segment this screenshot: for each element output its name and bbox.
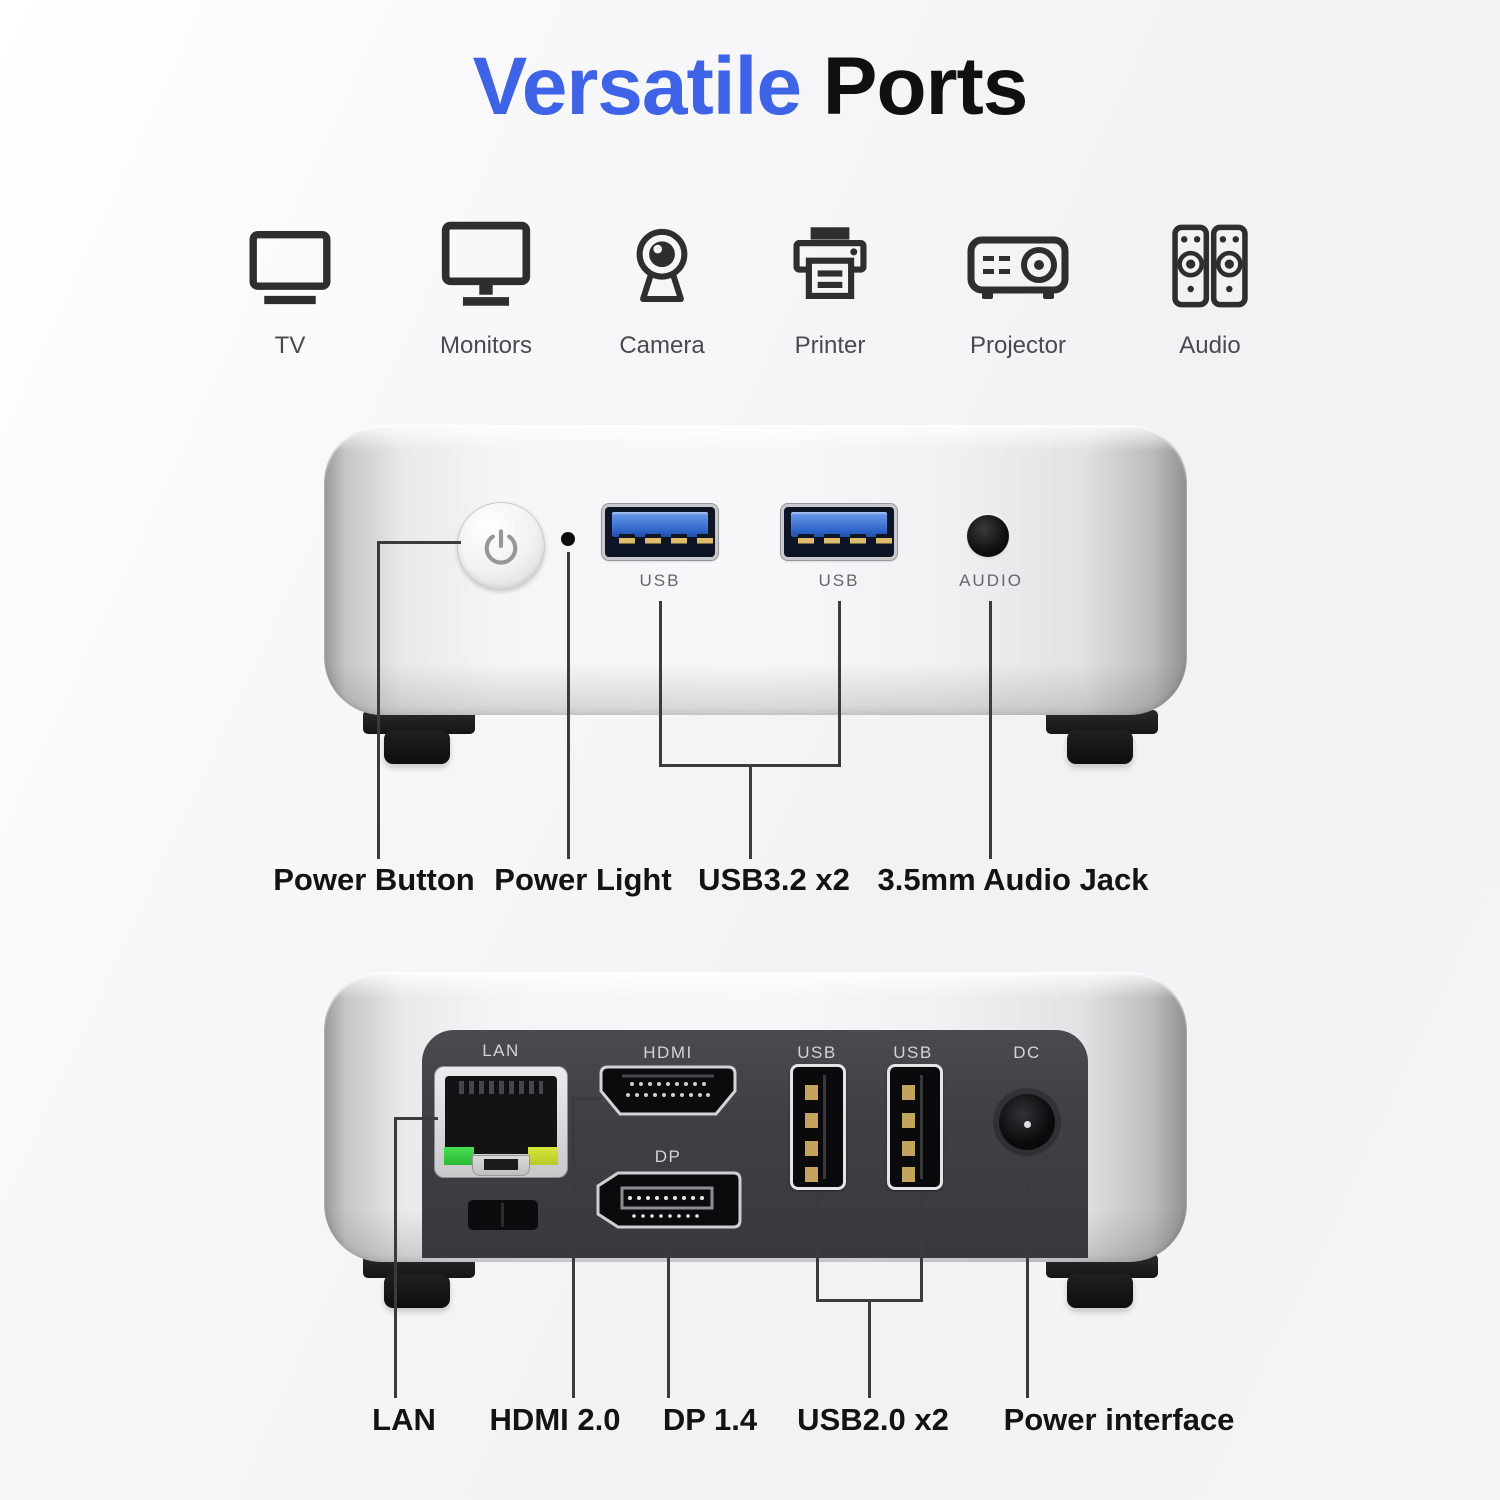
usb-tongue [612, 512, 708, 537]
displayport-port [596, 1171, 742, 1229]
peripheral-audio: Audio [1125, 210, 1295, 360]
leader-lan-v [394, 1117, 397, 1398]
back-foot-right-tip [1067, 1274, 1133, 1308]
usb-tongue [791, 512, 887, 537]
callout-usb2: USB2.0 x2 [797, 1402, 949, 1437]
leader-usb2-center [868, 1301, 871, 1398]
front-port-label-usb-left: USB [639, 571, 681, 590]
usb2-port-right [887, 1064, 943, 1190]
leader-usb-bracket [659, 764, 841, 767]
peripheral-monitors: Monitors [401, 210, 571, 360]
dc-power-port [999, 1094, 1055, 1150]
panel-label-usb-right: USB [893, 1043, 933, 1062]
leader-usb2-bracket [816, 1299, 923, 1302]
audio-icon [1164, 210, 1256, 312]
power-light [561, 532, 575, 546]
page-title: Versatile Ports [0, 40, 1500, 134]
callout-dp: DP 1.4 [662, 1402, 758, 1437]
usb2-port-left [790, 1064, 846, 1190]
camera-icon [619, 210, 705, 312]
leader-hdmi-h [572, 1097, 602, 1100]
panel-label-dp: DP [654, 1147, 682, 1166]
monitors-icon [435, 210, 537, 312]
leader-audio [989, 601, 992, 859]
hdmi-port [599, 1065, 737, 1116]
front-port-label-audio: AUDIO [959, 571, 1023, 590]
leader-lan-h [394, 1117, 438, 1120]
callout-power-button: Power Button [273, 862, 475, 897]
panel-label-hdmi: HDMI [643, 1043, 693, 1062]
security-switch [468, 1200, 538, 1230]
peripheral-label: Projector [969, 332, 1067, 359]
leader-usb2-left [816, 1194, 819, 1302]
leader-usb2-right [920, 1194, 923, 1302]
peripheral-projector: Projector [933, 210, 1103, 360]
peripheral-camera: Camera [577, 210, 747, 360]
panel-label-usb-left: USB [797, 1043, 837, 1062]
leader-usb-center [749, 766, 752, 859]
power-button [457, 502, 545, 590]
lan-clip-notch [472, 1155, 530, 1176]
leader-power-button-v [377, 541, 380, 859]
callout-hdmi: HDMI 2.0 [489, 1402, 621, 1437]
front-foot-left-tip [384, 730, 450, 764]
printer-icon [786, 210, 874, 312]
tv-icon [244, 210, 336, 312]
peripheral-printer: Printer [745, 210, 915, 360]
panel-label-dc: DC [1013, 1043, 1041, 1062]
audio-jack-port [967, 515, 1009, 557]
leader-dc [1026, 1178, 1029, 1398]
callout-lan: LAN [372, 1402, 436, 1437]
callout-power-light: Power Light [494, 862, 672, 897]
peripheral-label: Monitors [439, 332, 533, 359]
leader-dp [667, 1232, 670, 1398]
usb3-port-left [602, 504, 718, 560]
callout-power-interface: Power interface [1003, 1402, 1235, 1437]
peripheral-label: Audio [1179, 332, 1241, 359]
lan-led-green [444, 1147, 474, 1165]
front-port-label-usb-right: USB [818, 571, 860, 590]
callout-audio-jack: 3.5mm Audio Jack [877, 862, 1149, 897]
panel-label-lan: LAN [482, 1041, 520, 1060]
peripheral-tv: TV [205, 210, 375, 360]
leader-power-button-h [377, 541, 461, 544]
leader-hdmi-v [572, 1097, 575, 1398]
peripheral-label: Camera [619, 332, 705, 359]
title-rest: Ports [822, 41, 1029, 132]
leader-usb-right [838, 601, 841, 767]
peripheral-label: TV [274, 332, 306, 359]
power-icon [484, 529, 518, 565]
mini-pc-front-view [324, 425, 1187, 715]
callout-usb32: USB3.2 x2 [698, 862, 850, 897]
usb3-port-right [781, 504, 897, 560]
projector-icon [966, 210, 1070, 312]
front-foot-right-tip [1067, 730, 1133, 764]
lan-led-yellow [528, 1147, 558, 1165]
peripheral-label: Printer [794, 332, 866, 359]
leader-usb-left [659, 601, 662, 767]
lan-port [434, 1066, 568, 1178]
title-highlight: Versatile [472, 41, 802, 132]
leader-power-light [567, 552, 570, 859]
